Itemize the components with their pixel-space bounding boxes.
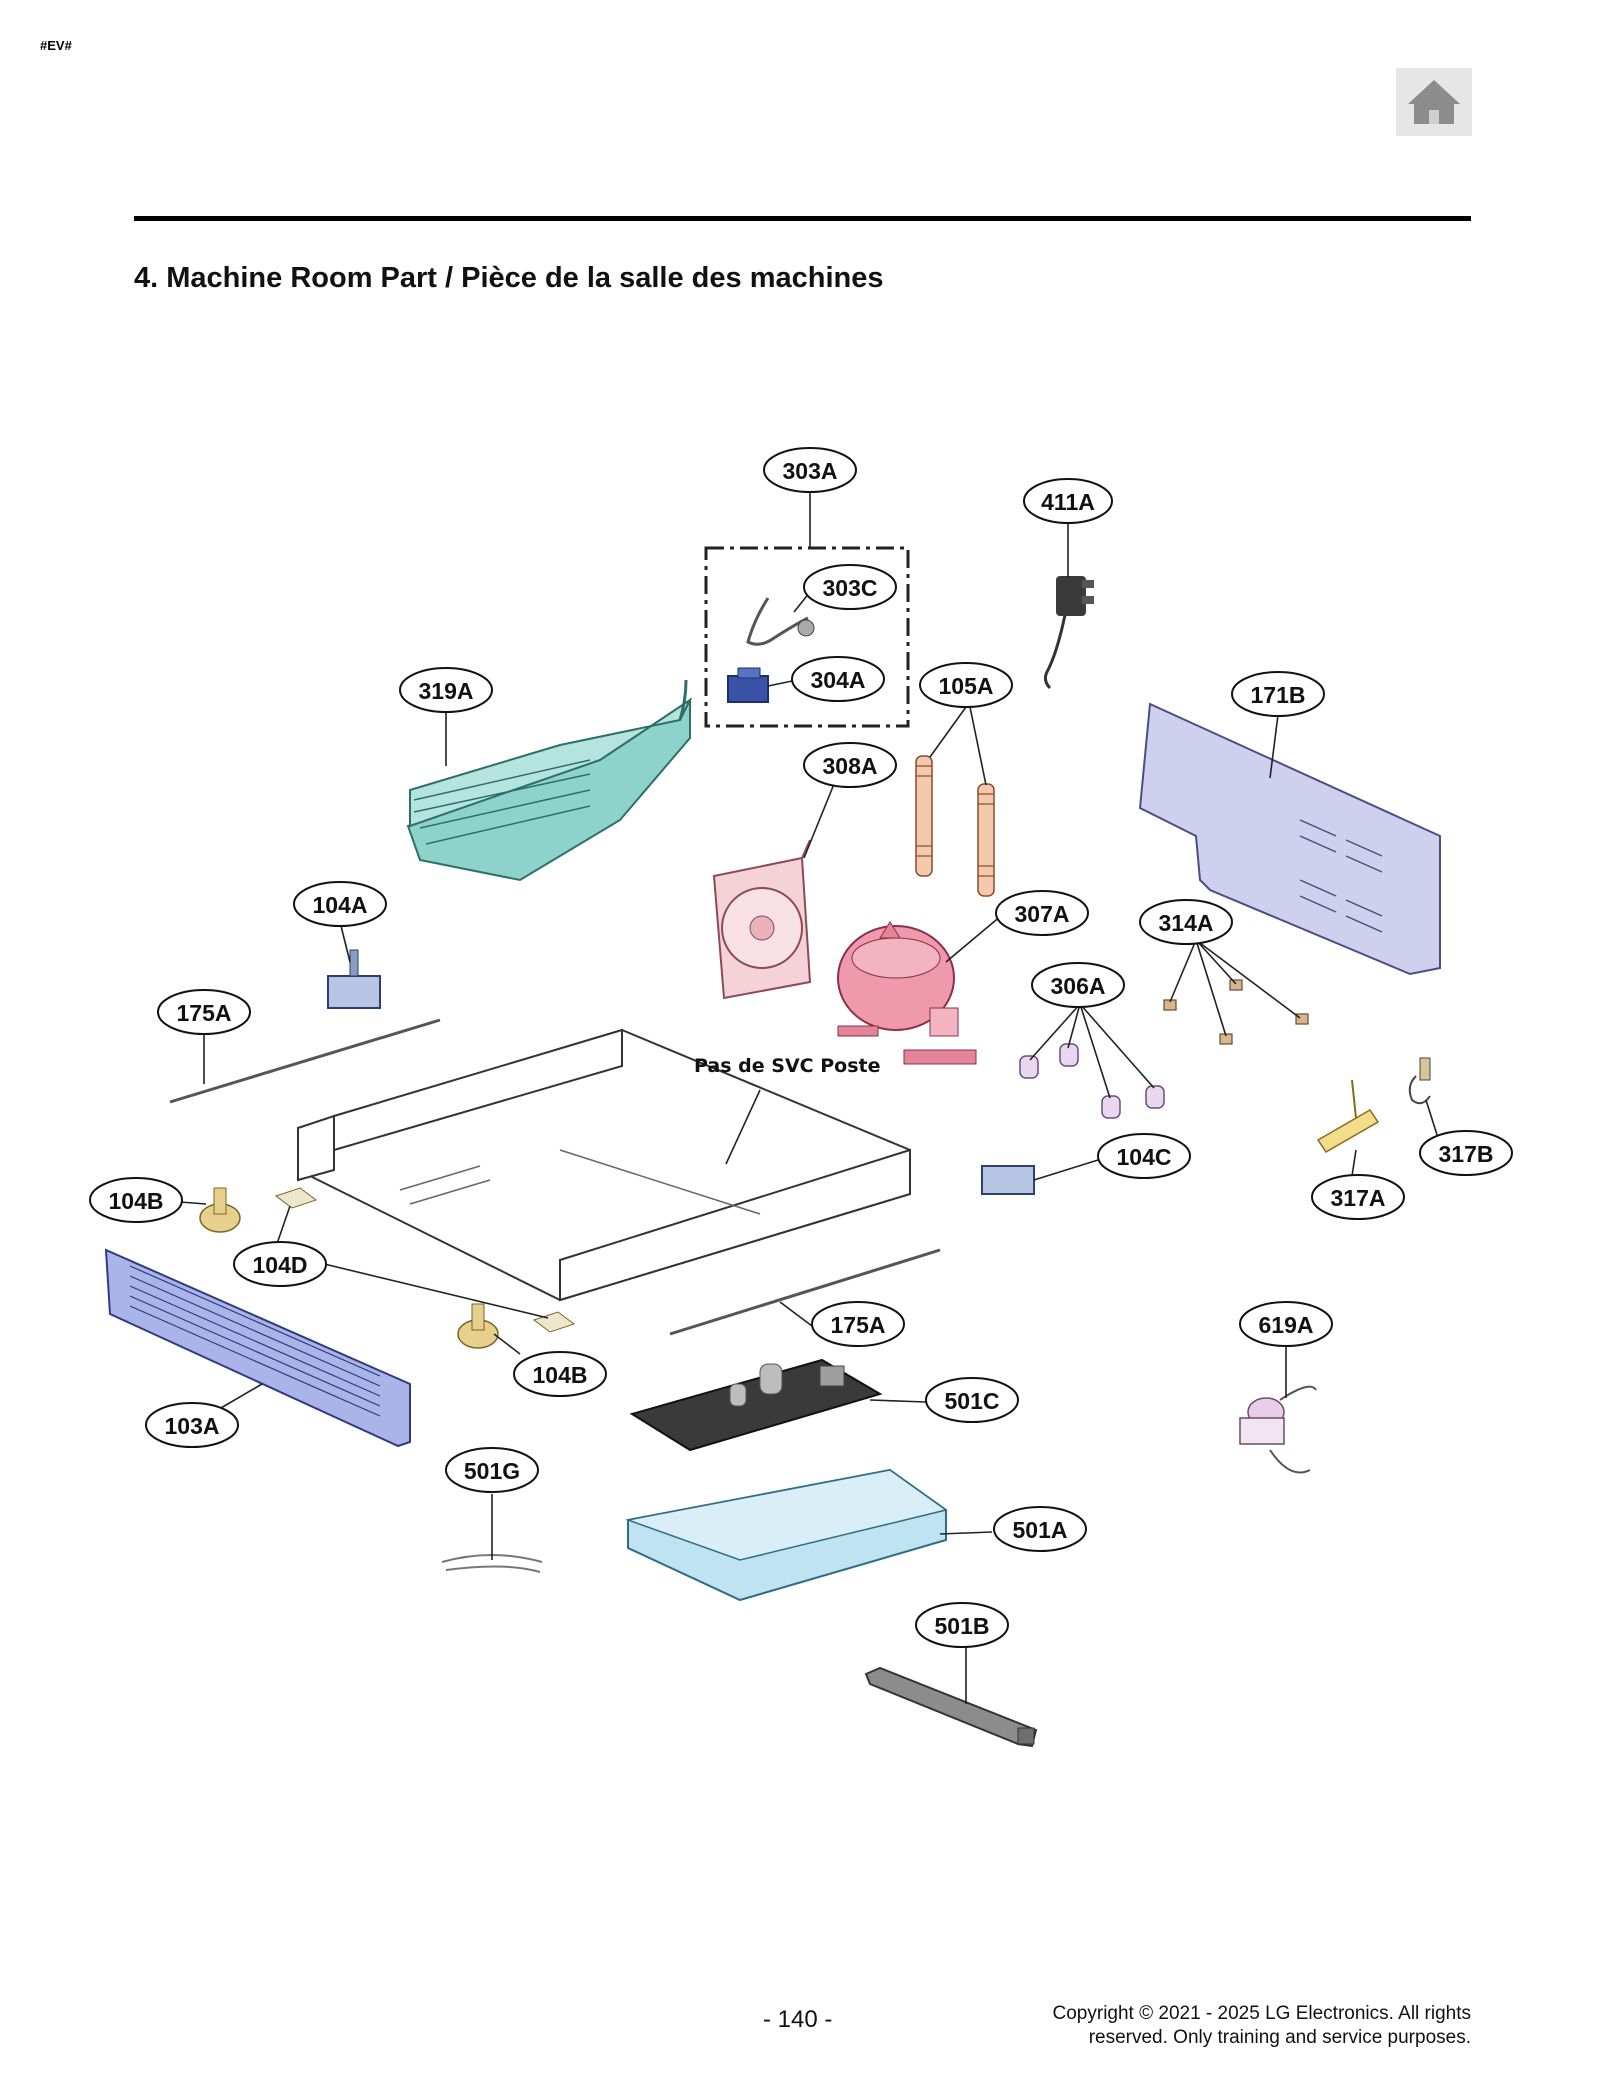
bracket-part <box>864 1666 1038 1748</box>
relay-parts <box>727 597 815 703</box>
callout-104a <box>293 881 387 927</box>
copyright-line-2: reserved. Only training and service purp… <box>1088 2027 1471 2048</box>
callout-label: 171B <box>1251 682 1306 708</box>
callout-label: 104B <box>109 1188 164 1214</box>
callout-label: 104A <box>313 892 368 918</box>
callout-307a <box>995 890 1089 936</box>
callout-501g <box>445 1447 539 1493</box>
callout-label: 303C <box>823 575 878 601</box>
callout-label: 308A <box>823 753 878 779</box>
callout-303a <box>763 447 857 493</box>
callout-501b <box>915 1602 1009 1648</box>
pcb-cover-part <box>625 1468 948 1602</box>
callout-label: 317A <box>1331 1185 1386 1211</box>
front-grille-part <box>104 1248 411 1448</box>
copyright-line-1: Copyright © 2021 - 2025 LG Electronics. … <box>1052 2003 1471 2024</box>
rod-parts <box>169 1018 941 1336</box>
grommet-parts <box>1019 1043 1165 1119</box>
document-tag: #EV# <box>40 38 72 53</box>
callout-317a <box>1311 1174 1405 1220</box>
clip-parts <box>1163 979 1309 1045</box>
callout-label: 317B <box>1439 1141 1494 1167</box>
no-service-part-note: Pas de SVC Poste <box>694 1055 880 1077</box>
callout-306a <box>1031 962 1125 1008</box>
callout-103a <box>145 1402 239 1448</box>
sensor-parts <box>1316 1057 1431 1154</box>
callout-317b <box>1419 1130 1513 1176</box>
callout-label: 411A <box>1041 489 1095 515</box>
leader-lines <box>179 493 1439 1704</box>
callout-label: 501A <box>1013 1517 1068 1543</box>
section-title: 4. Machine Room Part / Pièce de la salle… <box>134 262 884 294</box>
callout-label: 501G <box>464 1458 520 1484</box>
callout-label: 104D <box>253 1252 308 1278</box>
home-button[interactable] <box>1396 68 1472 136</box>
condenser-part <box>406 679 693 882</box>
compressor-part <box>837 921 977 1065</box>
power-cord-part <box>1043 576 1094 690</box>
callout-label: 619A <box>1259 1312 1314 1338</box>
callout-label: 314A <box>1159 910 1214 936</box>
callout-label: 105A <box>939 673 994 699</box>
callout-104b-left <box>89 1177 183 1223</box>
callout-104d <box>233 1241 327 1287</box>
page-number: - 140 - <box>763 2006 833 2033</box>
callout-501c <box>925 1377 1019 1423</box>
callout-105a <box>919 662 1013 708</box>
callout-label: 304A <box>811 667 866 693</box>
callout-314a <box>1139 899 1233 945</box>
callout-label: 306A <box>1051 973 1106 999</box>
copyright-notice: Copyright © 2021 - 2025 LG Electronics. … <box>911 2002 1471 2050</box>
callout-label: 175A <box>831 1312 886 1338</box>
callout-label: 104B <box>533 1362 588 1388</box>
callout-104b-bottom <box>513 1351 607 1397</box>
valve-parts <box>327 949 1035 1195</box>
fan-part <box>712 839 812 1000</box>
callout-308a <box>803 742 897 788</box>
callout-319a <box>399 667 493 713</box>
callout-label: 319A <box>419 678 474 704</box>
header-rule <box>134 216 1471 221</box>
callout-label: 501C <box>945 1388 1000 1414</box>
back-cover-part <box>1138 702 1441 976</box>
home-icon <box>1408 80 1460 124</box>
callout-171b <box>1231 671 1325 717</box>
callout-175a-top <box>157 989 251 1035</box>
callout-label: 175A <box>177 1000 232 1026</box>
callout-104c <box>1097 1133 1191 1179</box>
callout-619a <box>1239 1301 1333 1347</box>
callout-label: 307A <box>1015 901 1070 927</box>
callout-411a <box>1023 478 1113 524</box>
callout-501a <box>993 1506 1087 1552</box>
callout-label: 501B <box>935 1613 990 1639</box>
leveling-foot-parts <box>199 1187 576 1349</box>
callout-label: 303A <box>783 458 838 484</box>
damper-part <box>1239 1385 1317 1474</box>
callout-304a <box>791 656 885 702</box>
hose-parts <box>915 755 995 897</box>
callout-303c <box>803 564 897 610</box>
kit-303a-box <box>704 546 910 728</box>
main-pcb-part <box>629 1358 883 1452</box>
callout-label: 103A <box>165 1413 220 1439</box>
callout-label: 104C <box>1117 1144 1172 1170</box>
callout-175a-bottom <box>811 1301 905 1347</box>
